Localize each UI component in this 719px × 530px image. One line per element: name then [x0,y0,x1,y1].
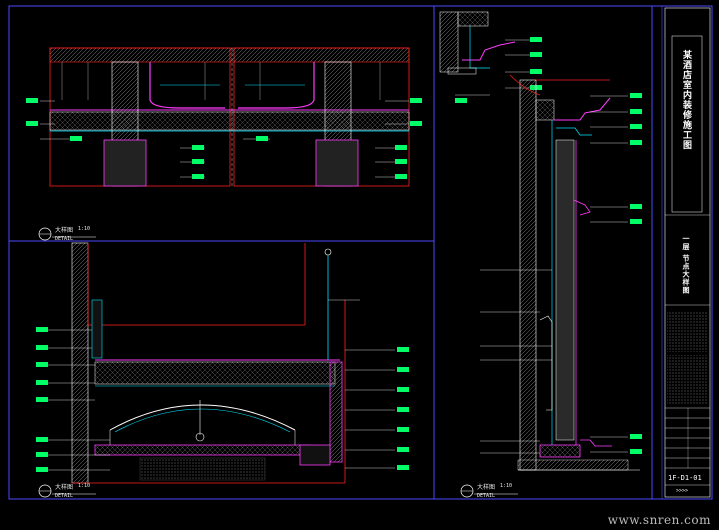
detail-c-scale: 1:10 [500,483,513,489]
project-name: 某酒店室内装修施工图 [681,50,691,150]
detail-a-subtitle: DETAIL [55,236,74,242]
sheet-frame [8,5,713,500]
site-watermark: www.snren.com [607,513,711,527]
sheet-number: 1F-D1-01 [668,474,702,482]
detail-title-markers [38,227,518,498]
detail-a-title: 大样图 [55,227,74,234]
detail-c-title: 大样图 [477,484,496,491]
detail-c-subtitle: DETAIL [477,493,496,499]
detail-a-ceiling-section [26,47,422,187]
detail-b-arched-section [36,242,409,484]
detail-c-wall-section [439,11,642,471]
detail-a-scale: 1:10 [78,226,91,232]
drawing-name: 一层 节点大样图 [682,235,690,295]
title-block [664,7,711,498]
page-marker: >>>> [676,488,689,494]
detail-b-scale: 1:10 [78,483,91,489]
detail-b-title: 大样图 [55,484,74,491]
detail-b-subtitle: DETAIL [55,493,74,499]
